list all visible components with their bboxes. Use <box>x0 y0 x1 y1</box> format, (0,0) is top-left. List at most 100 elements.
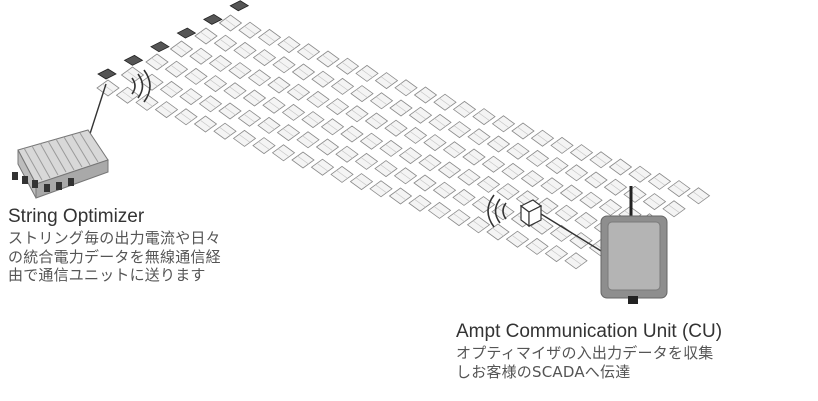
panel-cell-line <box>331 102 344 111</box>
optimizer-box <box>176 27 197 39</box>
panel-cell-line <box>214 59 227 68</box>
panel-cell-line <box>634 169 646 179</box>
panel-cell-line <box>565 188 578 198</box>
panel-cell-line <box>141 98 153 107</box>
panel-cell-line <box>550 249 563 258</box>
panel-cell-line <box>326 122 339 132</box>
panel-cell-line <box>258 53 271 62</box>
panel-cell-line <box>243 113 256 123</box>
optimizer-box <box>150 41 170 53</box>
panel-cell-line <box>180 112 192 122</box>
gateway-box <box>519 199 543 228</box>
panel-cell-line <box>341 149 353 159</box>
panel-cell-line <box>473 132 485 142</box>
panel-cell-line <box>507 167 519 176</box>
panel-cell-line <box>448 145 461 155</box>
panel-cell-line <box>570 256 582 266</box>
panel-cell-line <box>287 108 300 117</box>
optimizer-box <box>97 68 117 80</box>
panel-cell-line <box>283 40 295 49</box>
panel-cell-line <box>361 69 373 78</box>
panel-cell-line <box>453 125 466 134</box>
panel-cell-line <box>443 165 456 175</box>
string-optimizer-title: String Optimizer <box>8 206 145 227</box>
panel-cell-line <box>316 162 329 172</box>
panel-cell-line <box>219 38 232 48</box>
panel-cell-line <box>526 174 539 183</box>
optimizer-box <box>203 13 223 25</box>
optimizer-box <box>229 0 250 12</box>
string-optimizer-desc-line-2: の統合電力データを無線通信経 <box>8 247 221 266</box>
wireless-signal-icon <box>131 69 151 103</box>
panel-cell-line <box>497 119 510 129</box>
panel-cell-line <box>380 164 392 173</box>
communication-unit-title: Ampt Communication Unit (CU) <box>456 321 723 342</box>
panel-cell-line <box>570 168 583 178</box>
panel-cell-line <box>419 90 432 100</box>
panel-cell-line <box>385 144 397 153</box>
optimizer-connector-line <box>87 83 107 141</box>
wireless-signal-icon <box>487 194 507 228</box>
panel-cell-line <box>453 213 465 222</box>
cu-connector-line <box>540 213 607 255</box>
panel-cell-line <box>458 193 470 202</box>
panel-cell-line <box>312 95 324 104</box>
panel-cell-line <box>322 54 334 64</box>
panel-cell-line <box>395 103 407 113</box>
panel-cell-line <box>224 18 237 28</box>
panel-cell-line <box>424 158 436 168</box>
panel-cell-line <box>438 185 451 195</box>
panel-cell-line <box>238 134 251 143</box>
panel-cell-line <box>531 154 544 163</box>
panel-cell-line <box>614 162 627 172</box>
panel-cell-line <box>297 67 310 77</box>
panel-cell-line <box>472 220 485 230</box>
panel-cell-line <box>468 152 480 162</box>
panel-cell-line <box>200 31 212 41</box>
panel-cell-line <box>434 118 446 127</box>
panel-cell-line <box>175 44 188 54</box>
panel-cell-line <box>190 72 202 81</box>
panel-cell-line <box>360 157 373 166</box>
panel-cell-line <box>336 170 348 179</box>
panel-cell-line <box>278 60 290 70</box>
panel-cell-line <box>404 151 417 160</box>
panel-cell-line <box>302 135 314 145</box>
string-optimizer-label: String Optimizer ストリング毎の出力電流や日々 の統合電力データ… <box>8 205 221 285</box>
panel-cell-line <box>195 51 207 61</box>
panel-cell-line <box>477 200 490 209</box>
panel-cell-line <box>321 142 334 152</box>
panel-cell-line <box>575 236 587 245</box>
panel-cell-line <box>336 82 349 91</box>
panel-cell-line <box>551 161 563 170</box>
communication-unit-device <box>600 186 668 304</box>
panel-cell-line <box>648 197 661 206</box>
panel-cell-line <box>253 73 266 83</box>
string-optimizer-device <box>12 129 109 199</box>
panel-cell-line <box>546 181 558 191</box>
panel-cell-line <box>273 80 285 90</box>
panel-cell-line <box>492 227 504 237</box>
panel-cell-line <box>673 184 685 193</box>
string-optimizer-desc-line-3: 由で通信ユニットに送ります <box>8 266 206 285</box>
communication-unit-desc-line-1: オプティマイザの入出力データを収集 <box>456 343 714 362</box>
panel-cell-line <box>487 159 500 169</box>
panel-cell-line <box>121 90 134 100</box>
panel-cell-line <box>346 129 358 139</box>
panel-cell-line <box>478 112 490 121</box>
panel-cell-line <box>531 242 543 251</box>
panel-cell-line <box>409 131 422 140</box>
communication-unit-label: Ampt Communication Unit (CU) オプティマイザの入出力… <box>456 320 722 381</box>
panel-cell-line <box>258 141 270 150</box>
panel-cell-line <box>224 106 236 116</box>
panel-cell-line <box>394 191 407 201</box>
panel-cell-line <box>541 201 553 211</box>
panel-cell-line <box>268 100 280 110</box>
panel-cell-line <box>356 89 368 98</box>
panel-cell-line <box>590 175 602 185</box>
panel-cell-line <box>307 115 319 124</box>
panel-cell-line <box>126 70 139 80</box>
optimizer-box-row <box>97 0 250 80</box>
panel-cell-line <box>102 83 114 93</box>
panel-cell-line <box>414 110 427 120</box>
